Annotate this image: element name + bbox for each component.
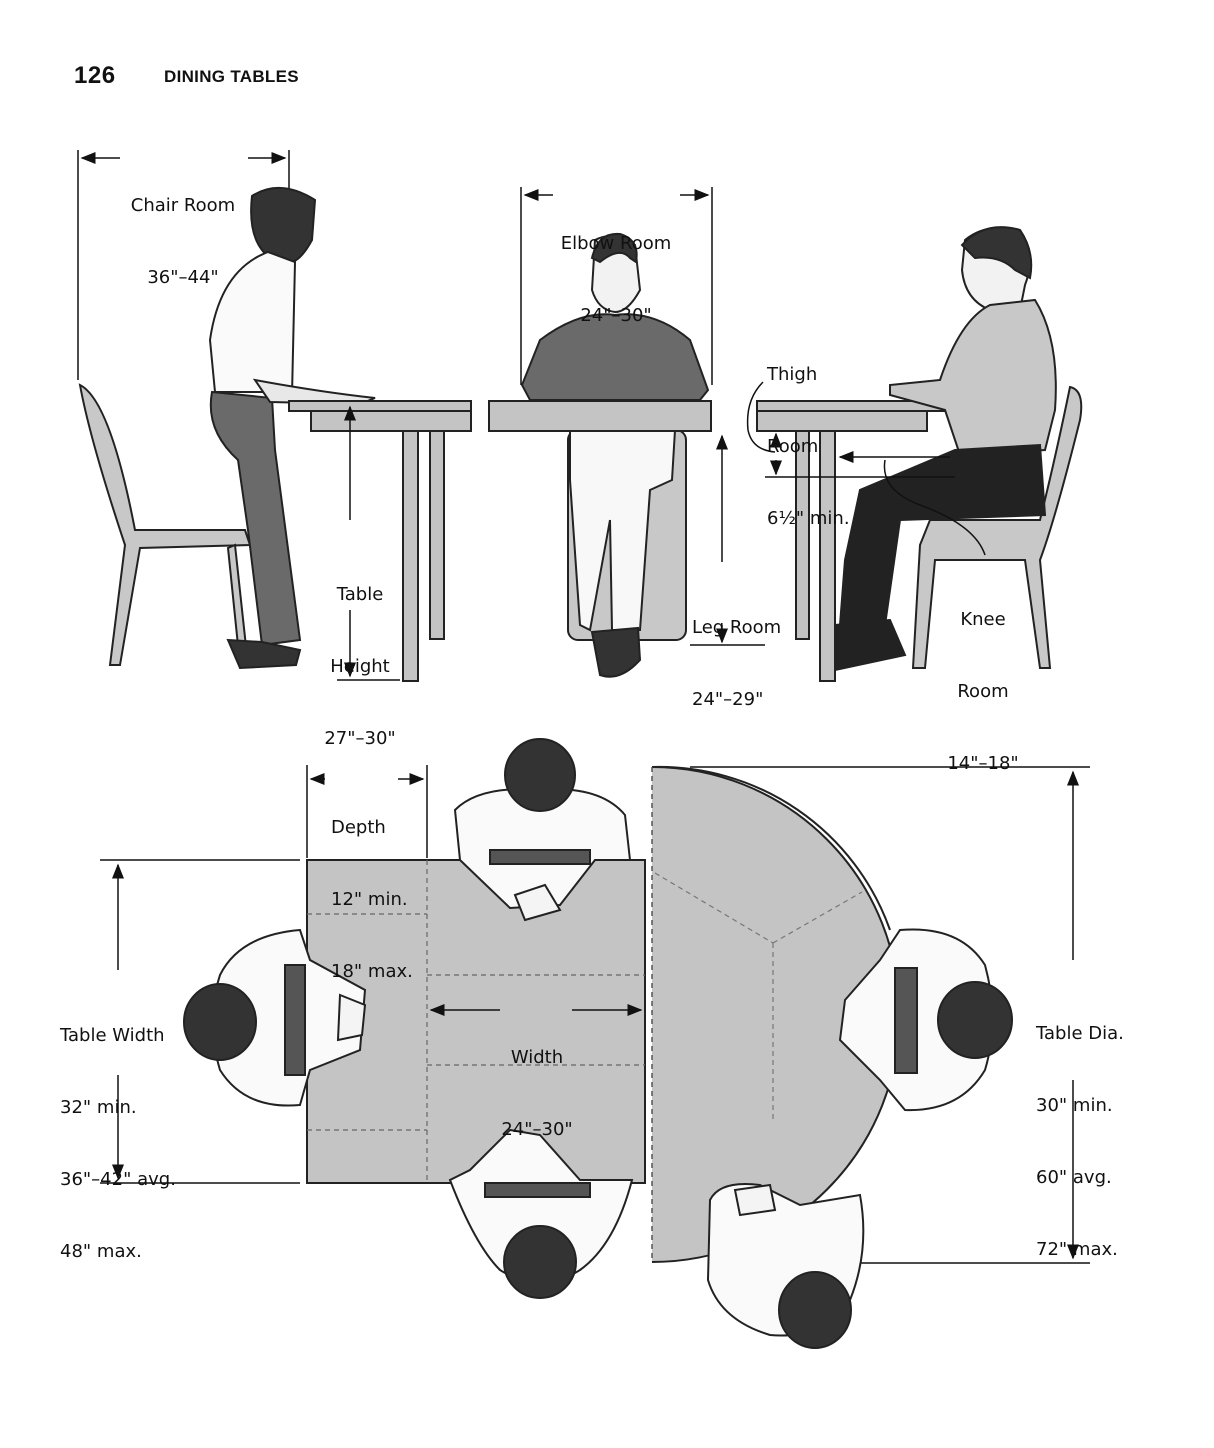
depth-label: Depth 12" min. 18" max. <box>331 768 413 1008</box>
person-top-left <box>183 928 367 1107</box>
depth-min: 12" min. <box>331 889 408 910</box>
elbow-room-title: Elbow Room <box>560 233 672 254</box>
table-width-title: Table Width <box>60 1025 165 1046</box>
person-top-bottom <box>448 1128 634 1299</box>
elbow-room-value: 24"–30" <box>580 305 652 326</box>
page-number: 126 <box>74 62 116 89</box>
width-value: 24"–30" <box>501 1119 573 1140</box>
leg-room-value: 24"–29" <box>692 689 764 710</box>
table-dia-label: Table Dia. 30" min. 60" avg. 72" max. <box>1036 974 1124 1286</box>
table-dia-max: 72" max. <box>1036 1239 1118 1260</box>
thigh-room-label: Thigh Room 6½" min. <box>767 315 850 555</box>
knee-room-value: 14"–18" <box>947 753 1019 774</box>
thigh-room-dimension <box>746 381 955 478</box>
thigh-room-value: 6½" min. <box>767 508 850 529</box>
elbow-room-label: Elbow Room 24"–30" <box>550 184 682 352</box>
table-dia-title: Table Dia. <box>1036 1023 1124 1044</box>
section-title: DINING TABLES <box>164 67 299 86</box>
depth-dimension <box>306 765 428 858</box>
thigh-room-line1: Thigh <box>767 364 818 385</box>
right-chair <box>911 385 1083 669</box>
chair-room-value: 36"–44" <box>147 267 219 288</box>
person-seated-side <box>834 226 1057 672</box>
knee-room-line1: Knee <box>960 609 1006 630</box>
person-top-top <box>453 738 632 922</box>
table-width-min: 32" min. <box>60 1097 137 1118</box>
table-dia-min: 30" min. <box>1036 1095 1113 1116</box>
left-chair <box>78 383 252 666</box>
person-standing <box>208 186 376 670</box>
person-round-right <box>838 928 1013 1112</box>
leg-room-label: Leg Room 24"–29" <box>692 568 781 736</box>
chair-room-label: Chair Room 36"–44" <box>118 146 248 314</box>
width-title: Width <box>510 1047 564 1068</box>
elbow-room-dimension <box>520 187 713 385</box>
leg-room-dimension <box>690 434 765 646</box>
table-height-value: 27"–30" <box>324 728 396 749</box>
table-height-line1: Table <box>336 584 384 605</box>
depth-max: 18" max. <box>331 961 413 982</box>
table-width-avg: 36"–42" avg. <box>60 1169 176 1190</box>
table-width-max: 48" max. <box>60 1241 142 1262</box>
center-table <box>488 400 712 432</box>
table-height-dimension <box>337 405 400 681</box>
thigh-room-line2: Room <box>767 436 819 457</box>
depth-title: Depth <box>331 817 386 838</box>
round-table-plan <box>651 765 901 1263</box>
person-round-bottom <box>706 1183 865 1349</box>
table-width-label: Table Width 32" min. 36"–42" avg. 48" ma… <box>60 976 176 1288</box>
leg-room-title: Leg Room <box>692 617 782 638</box>
table-height-line2: Height <box>330 656 390 677</box>
knee-room-dimension <box>838 451 986 556</box>
knee-room-line2: Room <box>957 681 1009 702</box>
table-dia-avg: 60" avg. <box>1036 1167 1112 1188</box>
chair-room-title: Chair Room <box>130 195 236 216</box>
width-label: Width 24"–30" <box>494 998 580 1166</box>
table-height-label: Table Height 27"–30" <box>318 535 402 775</box>
right-table <box>756 400 948 682</box>
person-seated-front <box>520 232 710 678</box>
knee-room-label: Knee Room 14"–18" <box>940 560 1026 800</box>
table-width-dimension <box>100 859 300 1184</box>
